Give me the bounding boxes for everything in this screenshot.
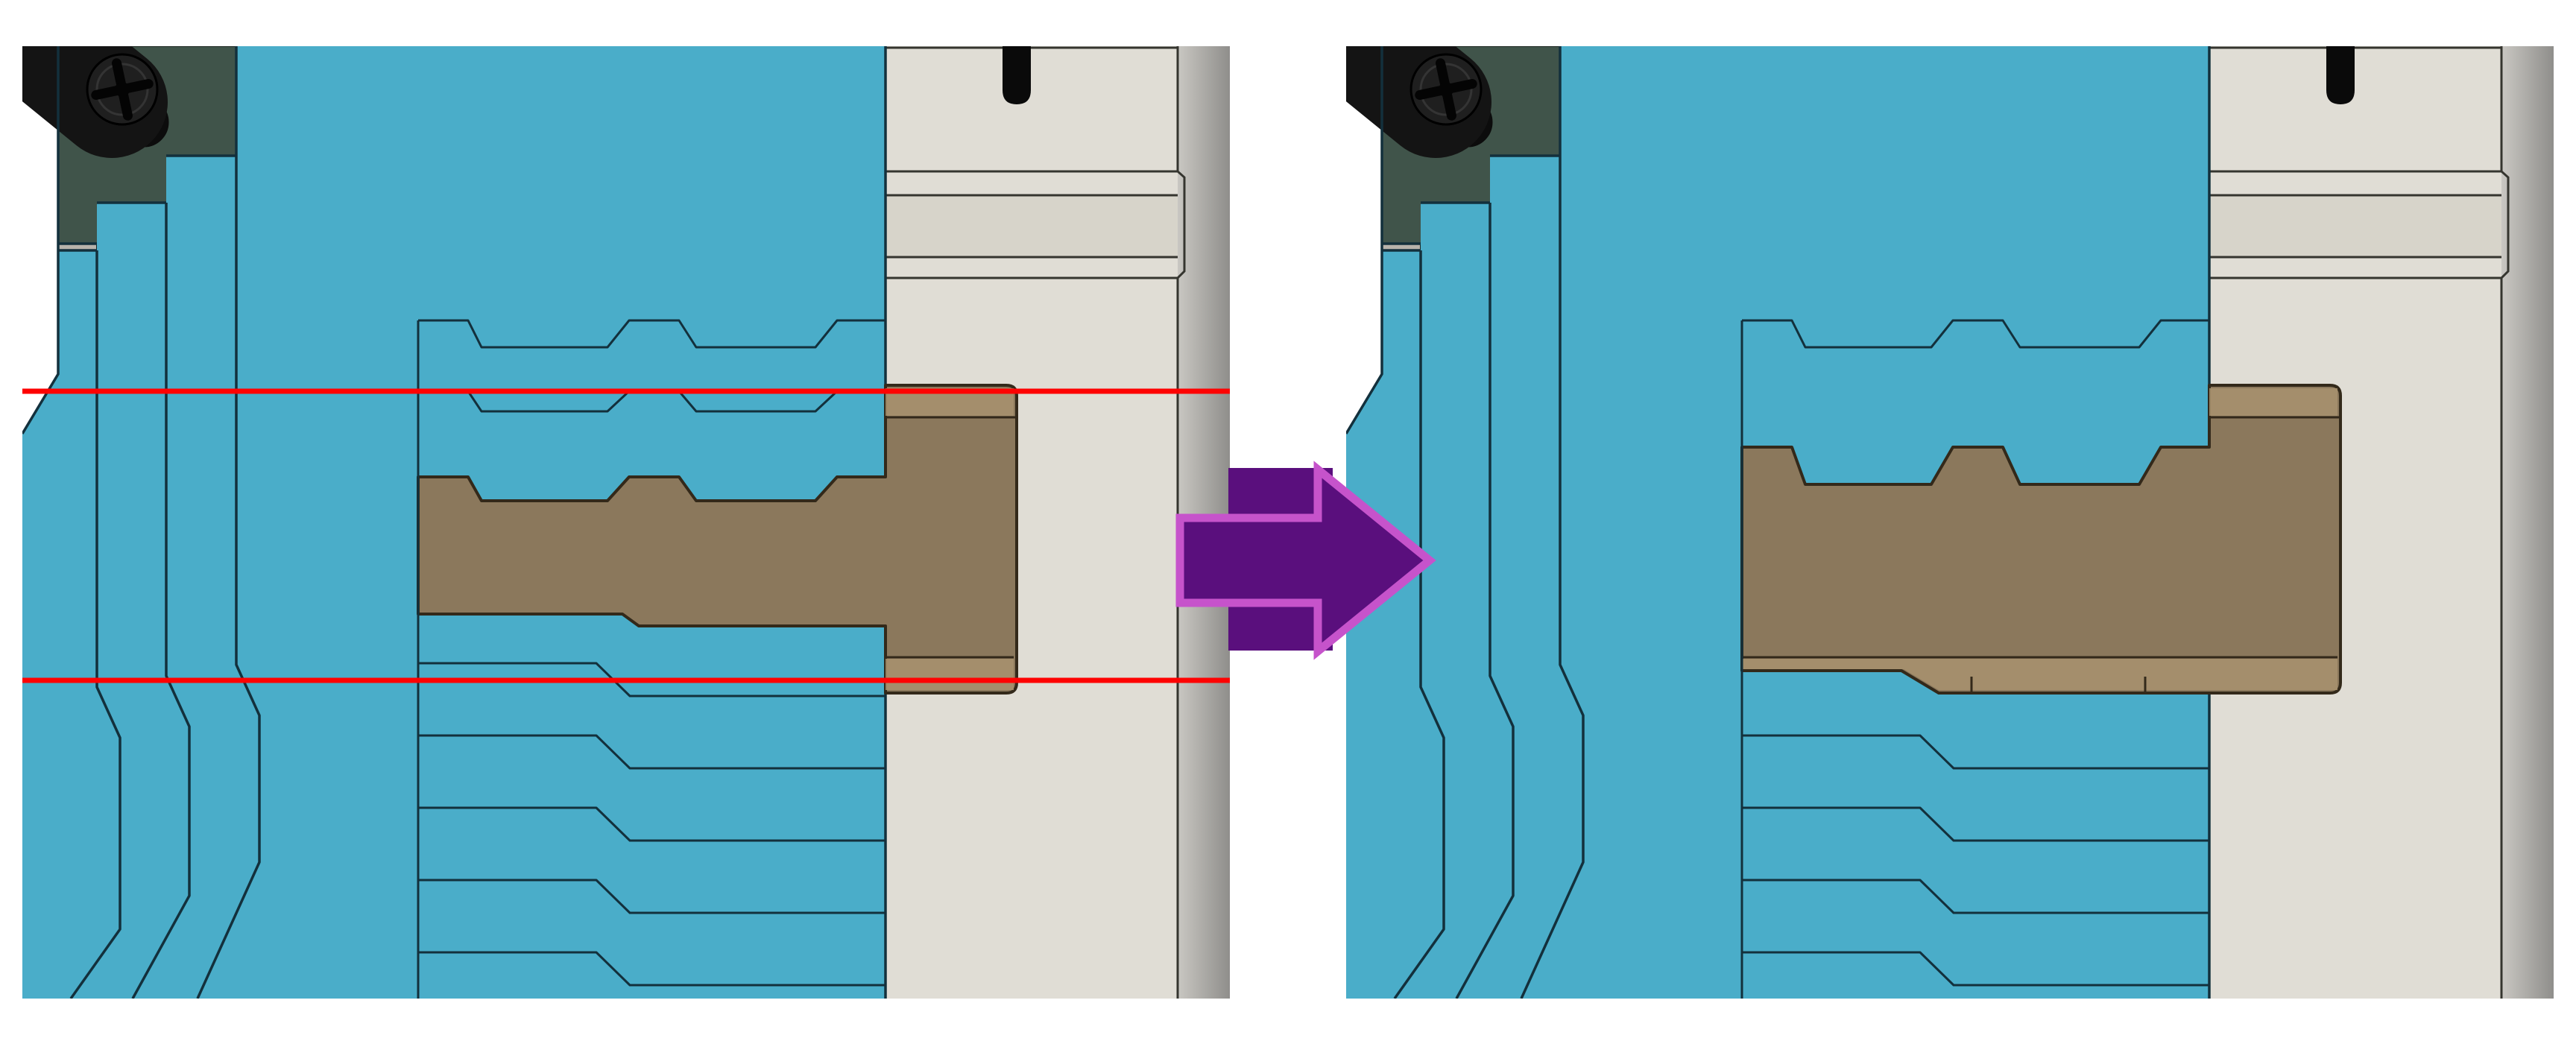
- pocket-outlines: [417, 319, 886, 999]
- plate-column-outer: [1346, 250, 1421, 999]
- rod-bottom-chamfer: [886, 659, 1014, 690]
- lamination-line-4: [1742, 879, 2209, 914]
- housing-ridge-lines: [2209, 46, 2501, 279]
- cad-section-before: [22, 46, 1230, 999]
- lamination-line-5: [418, 951, 886, 987]
- plate-column-inner: [1490, 156, 1560, 999]
- lamination-line-5: [1742, 951, 2209, 987]
- panel-after: [1346, 46, 2554, 999]
- housing-ridge-lines: [886, 46, 1178, 279]
- rod: [1740, 384, 2342, 695]
- plate-seam-zigzag-1: [196, 156, 261, 999]
- housing-right-edge: [2500, 46, 2510, 999]
- plate-seam-zigzag-3: [1393, 250, 1445, 999]
- plate-seam-zigzag-3: [69, 250, 121, 999]
- plate-seam-zigzag-2: [1455, 203, 1515, 999]
- plate-seams-top: [1346, 46, 1562, 434]
- plate-column-outer: [22, 250, 97, 999]
- plate-column-mid: [97, 203, 166, 999]
- plate-seam-zigzag-1: [1520, 156, 1585, 999]
- background-wall-band: [2501, 46, 2554, 999]
- arrow-shape: [1175, 461, 1436, 660]
- lamination-line-3: [1742, 806, 2209, 842]
- castellation-row-1: [418, 319, 886, 349]
- phillips-screw-icon: [1346, 46, 1493, 158]
- rod-chamfer-lines: [886, 416, 1015, 659]
- phillips-cross: [1415, 58, 1477, 121]
- rod-body: [1740, 384, 2342, 695]
- block-arrow-right-icon: [1175, 461, 1436, 660]
- panel-before: [22, 46, 1230, 999]
- lamination-line-2: [1742, 734, 2209, 770]
- plate-seams-top: [22, 46, 238, 434]
- cad-section-after: [1346, 46, 2554, 999]
- plate-seam-zigzag-2: [131, 203, 191, 999]
- plate-column-mid: [1421, 203, 1490, 999]
- screw-slot-icon: [2326, 46, 2355, 104]
- rod-top-chamfer: [886, 388, 1014, 416]
- plate-column-inner: [166, 156, 236, 999]
- lamination-line-4: [418, 879, 886, 914]
- rod-bottom-lug-ticks: [1970, 677, 2147, 692]
- screw-slot-icon: [1003, 46, 1031, 104]
- rod-top-chamfer: [2209, 388, 2337, 416]
- rod-chamfer-lines: [1742, 416, 2339, 659]
- phillips-cross: [91, 58, 154, 121]
- castellation-row-1: [1742, 319, 2209, 349]
- phillips-screw-icon: [22, 46, 169, 158]
- lamination-line-2: [418, 734, 886, 770]
- pocket-outlines: [1740, 319, 2209, 999]
- lamination-line-3: [418, 806, 886, 842]
- housing-right-edge: [1176, 46, 1186, 999]
- rod-bottom-chamfer: [1742, 659, 2337, 690]
